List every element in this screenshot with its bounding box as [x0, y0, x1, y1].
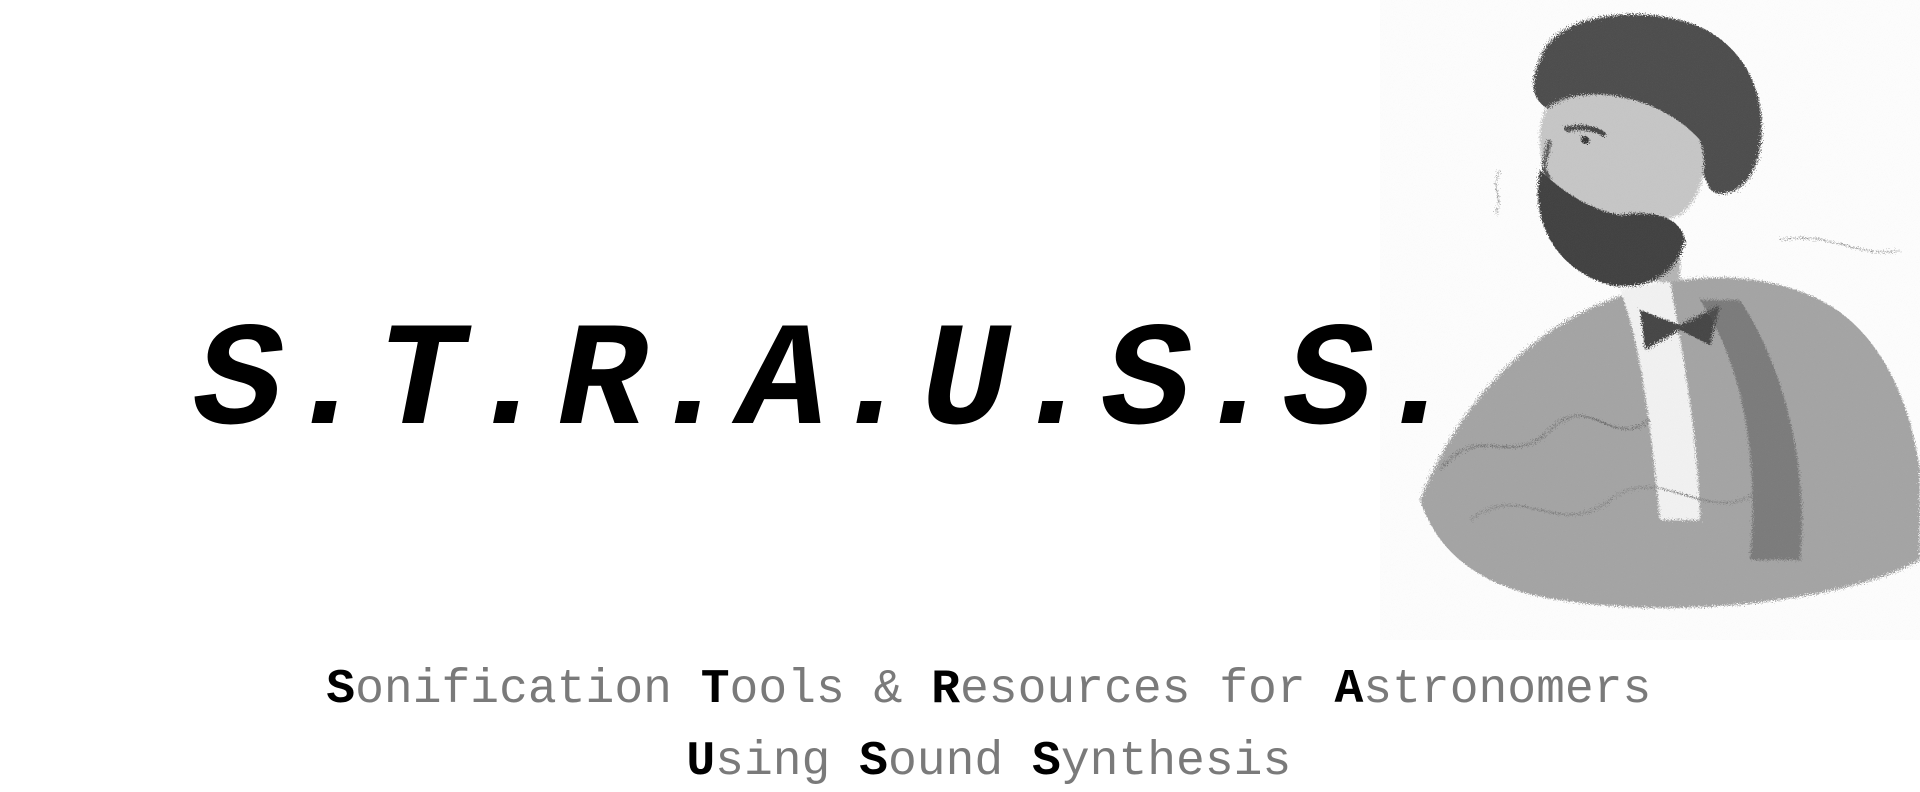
- subtitle-capital: S: [326, 663, 356, 717]
- subtitle-capital: S: [859, 735, 888, 789]
- subtitle-capital: U: [686, 735, 716, 789]
- project-title: S.T.R.A.U.S.S.: [194, 301, 1466, 468]
- subtitle-word-rest: ound: [887, 735, 1033, 789]
- subtitle-capital: S: [1032, 735, 1061, 789]
- subtitle-word-rest: sing: [715, 735, 860, 789]
- subtitle-word-rest: ools &: [729, 663, 932, 717]
- subtitle-line-1: Sonification Tools & Resources for Astro…: [0, 600, 1920, 720]
- subtitle-capital: R: [931, 663, 960, 717]
- subtitle-capital: A: [1334, 663, 1364, 717]
- subtitle-line-2: Using Sound Synthesis: [0, 672, 1920, 792]
- subtitle-word-rest: ynthesis: [1060, 735, 1292, 789]
- subtitle-word-rest: esources for: [960, 663, 1335, 717]
- subtitle-word-rest: stronomers: [1363, 663, 1652, 717]
- subtitle-capital: T: [700, 663, 730, 717]
- portrait-illustration: [1380, 0, 1920, 640]
- subtitle-word-rest: onification: [355, 663, 701, 717]
